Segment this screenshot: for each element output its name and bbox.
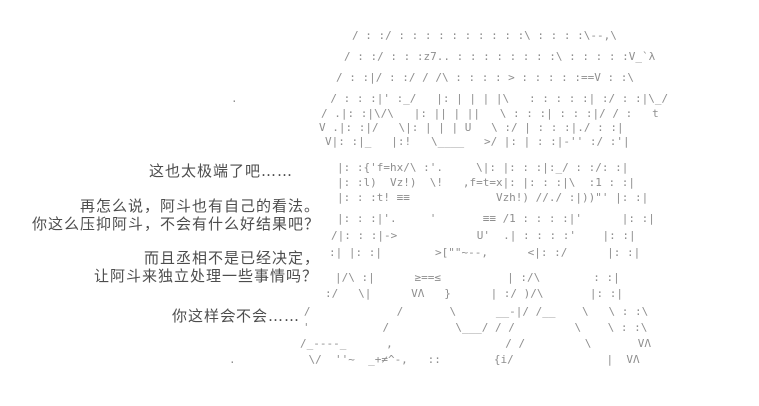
ascii-art-row: |: :l) Vz!) \! ,f=t=x|: |: : :|\ :1 : :| [337,176,636,189]
ascii-art-row: |/\ :| ≥==≤ | :/\ : :| [335,271,620,284]
ascii-art-row: /|: : :|-> U' .| : : : :' |: :| [331,229,636,242]
ascii-art-row: |: : :t! ≡≡ Vzh!) //./ :|))"' |: :| [337,191,649,204]
ascii-art-row: / : :/ : : : : : : : : : :\ : : : :\--,\ [352,29,617,42]
dialogue-line-3: 你这么压抑阿斗，不会有什么好结果吧？ [31,215,320,233]
dialogue-line-2: 再怎么说，阿斗也有自己的看法。 [79,197,320,215]
dialogue-line-5: 让阿斗来独立处理一些事情吗？ [93,267,318,285]
ascii-art-row: :/ \| VΛ } | :/ )/\ |: :| [325,287,624,300]
ascii-art-row: :| |: :| >[""~--, <|: :/ |: :| [329,246,641,259]
ascii-art-row: |: :{'f=hx/\ :'. \|: |: : :|:_/ : :/: :| [337,161,629,174]
ascii-art-row: . / : : :|' :_/ |: | | | |\ : : : : :| :… [231,92,669,105]
ascii-art-row: / .|: :|\/\ |: || | || \ : : :| : : :|/ … [321,107,659,120]
ascii-art-row: . / / \ __-|/ /__ \ \ : :\ [231,305,649,318]
ascii-art-row: . \/ ''~ _+≠^-, :: {i/ | VΛ [229,353,640,366]
ascii-art-row: V .|: :|/ \|: | | | U \ :/ | : : :|./ : … [319,121,624,134]
ascii-art-row: /_----_ , / / \ VΛ [300,337,651,350]
ascii-art-row: / : :/ : : :z7.. : : : : : : : :\ : : : … [344,50,656,63]
dialogue-line-1: 这也太极端了吧…… [148,162,293,180]
ascii-art-row: / : :|/ : :/ / /\ : : : : > : : : : :==V… [336,71,635,84]
ascii-art-row: |: : :|'. ' ≡≡ /1 : : : :|' |: :| [337,212,655,225]
dialogue-line-6: 你这样会不会…… [171,307,300,325]
dialogue-line-4: 而且丞相不是已经决定， [143,249,320,267]
ascii-art-row: ' / \___/ / / \ \ : :\ [303,321,648,334]
ascii-art-row: V|: :|_ |:! \____ >/ |: | : :|-'' :/ :'| [325,135,630,148]
